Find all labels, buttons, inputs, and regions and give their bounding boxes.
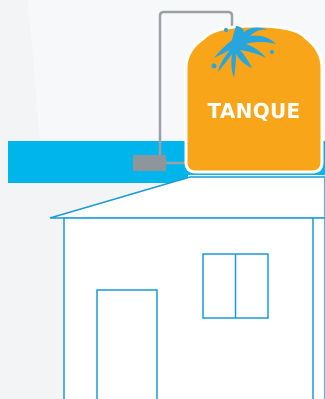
house-door [97, 290, 157, 399]
tank-label: TANQUE [207, 99, 300, 123]
house [50, 177, 325, 399]
pipe-box [133, 155, 166, 171]
